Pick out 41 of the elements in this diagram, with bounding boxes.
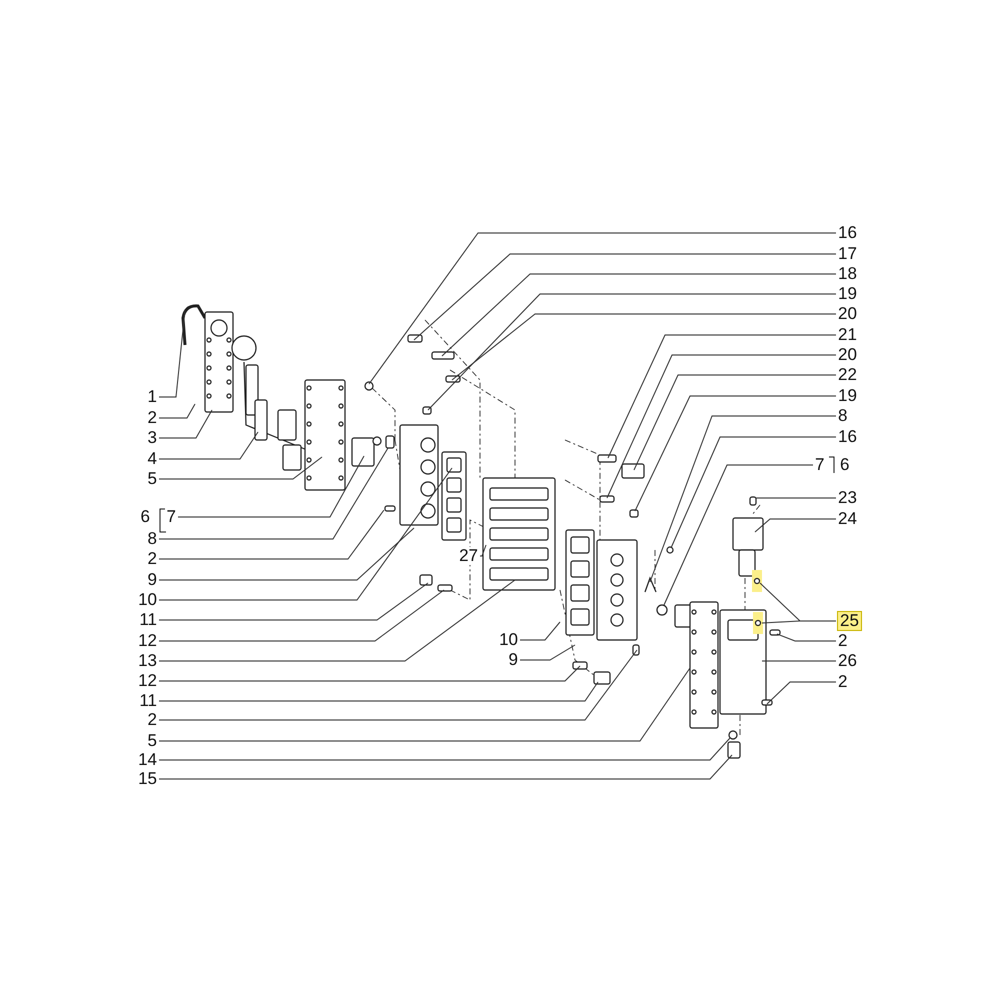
leader-line	[158, 410, 212, 438]
leader-line	[158, 650, 638, 720]
leader-line	[158, 510, 384, 560]
leader-line	[762, 660, 836, 662]
leader-line	[158, 468, 452, 600]
leader-line	[520, 644, 576, 660]
leader-line	[158, 666, 580, 682]
leader-line	[634, 374, 836, 470]
leader-line	[452, 314, 836, 380]
leader-line	[650, 416, 836, 582]
leader-line	[158, 580, 516, 662]
callout-number: 27	[459, 547, 478, 565]
leader-line	[762, 620, 836, 624]
leader-line	[158, 456, 322, 480]
callout-number: 25	[838, 612, 861, 630]
leader-line	[178, 456, 364, 518]
leader-line	[158, 754, 732, 780]
leader-line	[664, 464, 814, 606]
leader-line	[158, 682, 598, 702]
leader-line	[158, 738, 730, 760]
leader-line	[480, 544, 486, 556]
leader-line	[158, 528, 414, 580]
leader-line	[766, 682, 836, 704]
leader-line	[428, 294, 836, 410]
leader-line	[158, 404, 196, 418]
leader-line	[754, 518, 836, 532]
leader-line	[776, 634, 836, 642]
leader-line	[606, 354, 836, 498]
leader-line	[670, 436, 836, 548]
leader-line	[520, 622, 560, 640]
leader-line	[158, 668, 690, 742]
leader-line	[158, 590, 444, 642]
leader-line	[158, 448, 388, 540]
leader-line	[442, 274, 836, 356]
leader-line	[368, 232, 836, 384]
leader-line	[158, 582, 428, 620]
leader-line	[608, 334, 836, 458]
leader-line	[634, 396, 836, 512]
leader-line	[414, 254, 836, 340]
leader-line	[158, 432, 258, 460]
leader-line	[158, 310, 186, 398]
